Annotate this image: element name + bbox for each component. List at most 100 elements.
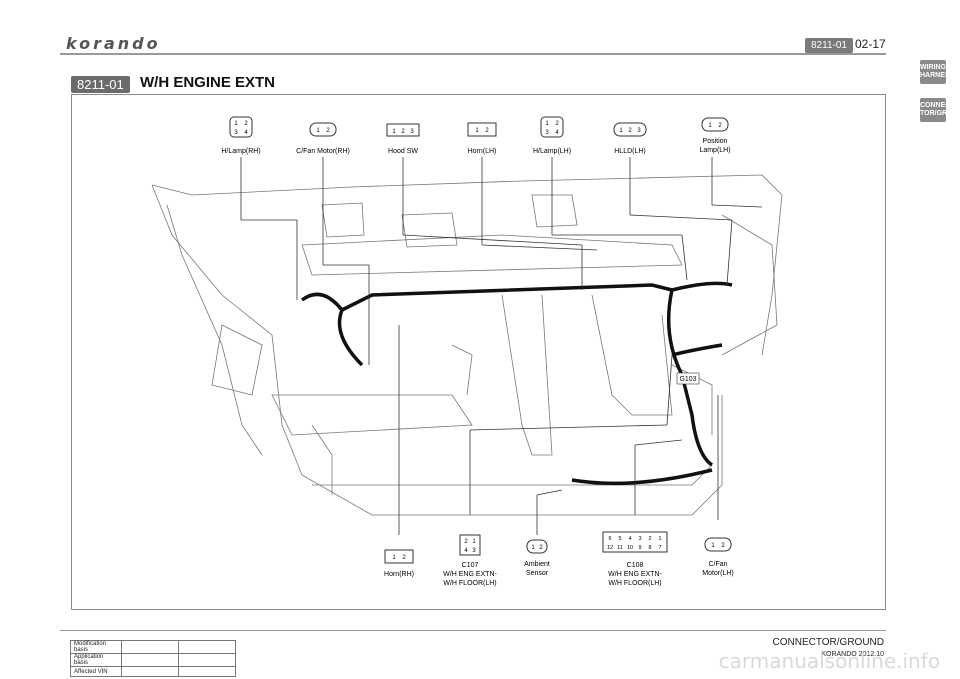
connector-c-fan-motor-lh[interactable]: 1 2 C/Fan Motor(LH) bbox=[702, 537, 734, 577]
diagram-frame: G103 1 2 3 4 H/Lamp(RH) 1 2 C/Fan Motor(… bbox=[71, 94, 886, 610]
pin-label: 3 bbox=[638, 536, 641, 542]
pin-label: 2 bbox=[718, 123, 722, 129]
mod-row-label: Modification basis bbox=[70, 640, 122, 654]
pin-label: 1 bbox=[392, 555, 396, 561]
connector-label: W/H ENG EXTN- bbox=[608, 571, 662, 578]
pin-label: 1 bbox=[475, 128, 479, 134]
connector-label: HLLD(LH) bbox=[614, 148, 646, 155]
pin-label: 1 bbox=[658, 536, 661, 542]
pin-label: 2 bbox=[628, 128, 632, 134]
pin-label: 1 bbox=[531, 545, 535, 551]
pin-label: 6 bbox=[608, 536, 611, 542]
connector-label: Horn(LH) bbox=[468, 148, 497, 155]
connector-label: C/Fan bbox=[708, 561, 727, 568]
pin-label: 1 bbox=[711, 543, 715, 549]
modification-table: Modification basis Application basis Aff… bbox=[70, 640, 236, 677]
mod-row-value bbox=[121, 666, 179, 677]
pin-label: 3 bbox=[234, 130, 238, 136]
pin-label: 7 bbox=[658, 545, 661, 551]
connector-h-lamp-rh[interactable]: 1 2 3 4 H/Lamp(RH) bbox=[221, 116, 261, 155]
header-code-badge: 8211-01 bbox=[805, 38, 853, 53]
pin-label: 1 bbox=[316, 128, 320, 134]
pin-label: 1 bbox=[392, 129, 396, 135]
page-number: 02-17 bbox=[855, 37, 886, 51]
watermark: carmanualsonline.info bbox=[718, 649, 940, 673]
pin-label: 4 bbox=[628, 536, 631, 542]
pin-label: 1 bbox=[234, 121, 238, 127]
pin-label: 8 bbox=[648, 545, 651, 551]
connector-hlld-lh[interactable]: 1 2 3 HLLD(LH) bbox=[613, 122, 647, 155]
section-title: W/H ENGINE EXTN bbox=[140, 74, 276, 91]
ground-g103 bbox=[676, 372, 700, 385]
pin-label: 2 bbox=[485, 128, 489, 134]
mod-row-value bbox=[178, 666, 236, 677]
footer-rule bbox=[60, 630, 886, 631]
pin-label: 5 bbox=[618, 536, 621, 542]
connector-horn-rh[interactable]: 1 2 Horn(RH) bbox=[384, 549, 414, 578]
pin-label: 3 bbox=[472, 548, 476, 554]
connector-label: Motor(LH) bbox=[702, 570, 734, 577]
pin-label: 12 bbox=[607, 545, 613, 551]
brand-logo: korando bbox=[66, 34, 161, 53]
pin-label: 2 bbox=[326, 128, 330, 134]
pin-label: 1 bbox=[708, 123, 712, 129]
connector-label: Ambient bbox=[524, 561, 550, 568]
pin-label: 2 bbox=[721, 543, 725, 549]
pin-label: 3 bbox=[410, 129, 414, 135]
side-tab-wiring[interactable]: WIRING HARNESS bbox=[920, 60, 954, 84]
pin-label: 2 bbox=[464, 539, 468, 545]
wiring-harness bbox=[300, 281, 733, 486]
connector-label: W/H ENG EXTN- bbox=[443, 571, 497, 578]
mod-row-value bbox=[178, 640, 236, 654]
connector-c107[interactable]: 2 1 4 3 C107 W/H ENG EXTN- W/H FLOOR(LH) bbox=[443, 534, 497, 587]
connector-ambient-sensor[interactable]: 1 2 Ambient Sensor bbox=[524, 539, 550, 577]
leader-lines bbox=[240, 157, 763, 535]
connector-position-lamp-lh[interactable]: 1 2 Position Lamp(LH) bbox=[699, 117, 731, 154]
pin-label: 2 bbox=[244, 121, 248, 127]
connector-label: Hood SW bbox=[388, 148, 418, 155]
pin-label: 2 bbox=[555, 121, 559, 127]
mod-row-value bbox=[121, 640, 179, 654]
connector-c108[interactable]: 6 5 4 3 2 1 12 11 10 9 8 7 C108 W/H ENG … bbox=[602, 531, 668, 587]
pin-label: 4 bbox=[555, 130, 559, 136]
connector-hood-sw[interactable]: 1 2 3 Hood SW bbox=[386, 123, 420, 155]
pin-label: 2 bbox=[401, 129, 405, 135]
pin-label: 10 bbox=[627, 545, 633, 551]
side-tab-connector[interactable]: CONNEC TOR/GR bbox=[920, 98, 950, 122]
connector-label: C/Fan Motor(RH) bbox=[296, 148, 350, 155]
connector-label: W/H FLOOR(LH) bbox=[608, 580, 661, 587]
connector-label: Lamp(LH) bbox=[699, 147, 730, 154]
connector-label: H/Lamp(RH) bbox=[221, 148, 260, 155]
connector-h-lamp-lh[interactable]: 1 2 3 4 H/Lamp(LH) bbox=[533, 116, 571, 155]
mod-row-value bbox=[178, 653, 236, 667]
footer-model: KORANDO 2012.10 bbox=[821, 651, 884, 658]
pin-label: 9 bbox=[638, 545, 641, 551]
wiring-diagram: G103 1 2 3 4 H/Lamp(RH) 1 2 C/Fan Motor(… bbox=[151, 116, 783, 587]
connector-label: Horn(RH) bbox=[384, 571, 414, 578]
connector-label: C107 bbox=[462, 562, 479, 569]
pin-label: 3 bbox=[545, 130, 549, 136]
connector-label: C108 bbox=[627, 562, 644, 569]
connector-horn-lh[interactable]: 1 2 Horn(LH) bbox=[467, 122, 497, 155]
pin-label: 4 bbox=[464, 548, 468, 554]
ground-label: G103 bbox=[679, 376, 696, 383]
mod-row-label: Application basis bbox=[70, 653, 122, 667]
connector-label: H/Lamp(LH) bbox=[533, 148, 571, 155]
mod-row-label: Affected VIN bbox=[70, 666, 122, 677]
vehicle-body-outline bbox=[151, 174, 783, 516]
section-badge: 8211-01 bbox=[71, 76, 130, 93]
pin-label: 2 bbox=[539, 545, 543, 551]
connector-label: Position bbox=[703, 138, 728, 145]
pin-label: 2 bbox=[402, 555, 406, 561]
pin-label: 1 bbox=[619, 128, 623, 134]
connector-label: Sensor bbox=[526, 570, 549, 577]
footer-title: CONNECTOR/GROUND bbox=[772, 637, 884, 648]
pin-label: 11 bbox=[617, 545, 623, 551]
pin-label: 3 bbox=[637, 128, 641, 134]
mod-row-value bbox=[121, 653, 179, 667]
pin-label: 2 bbox=[648, 536, 651, 542]
header-rule bbox=[60, 53, 886, 55]
connector-label: W/H FLOOR(LH) bbox=[443, 580, 496, 587]
connector-c-fan-motor-rh[interactable]: 1 2 C/Fan Motor(RH) bbox=[296, 122, 350, 155]
pin-label: 1 bbox=[545, 121, 549, 127]
